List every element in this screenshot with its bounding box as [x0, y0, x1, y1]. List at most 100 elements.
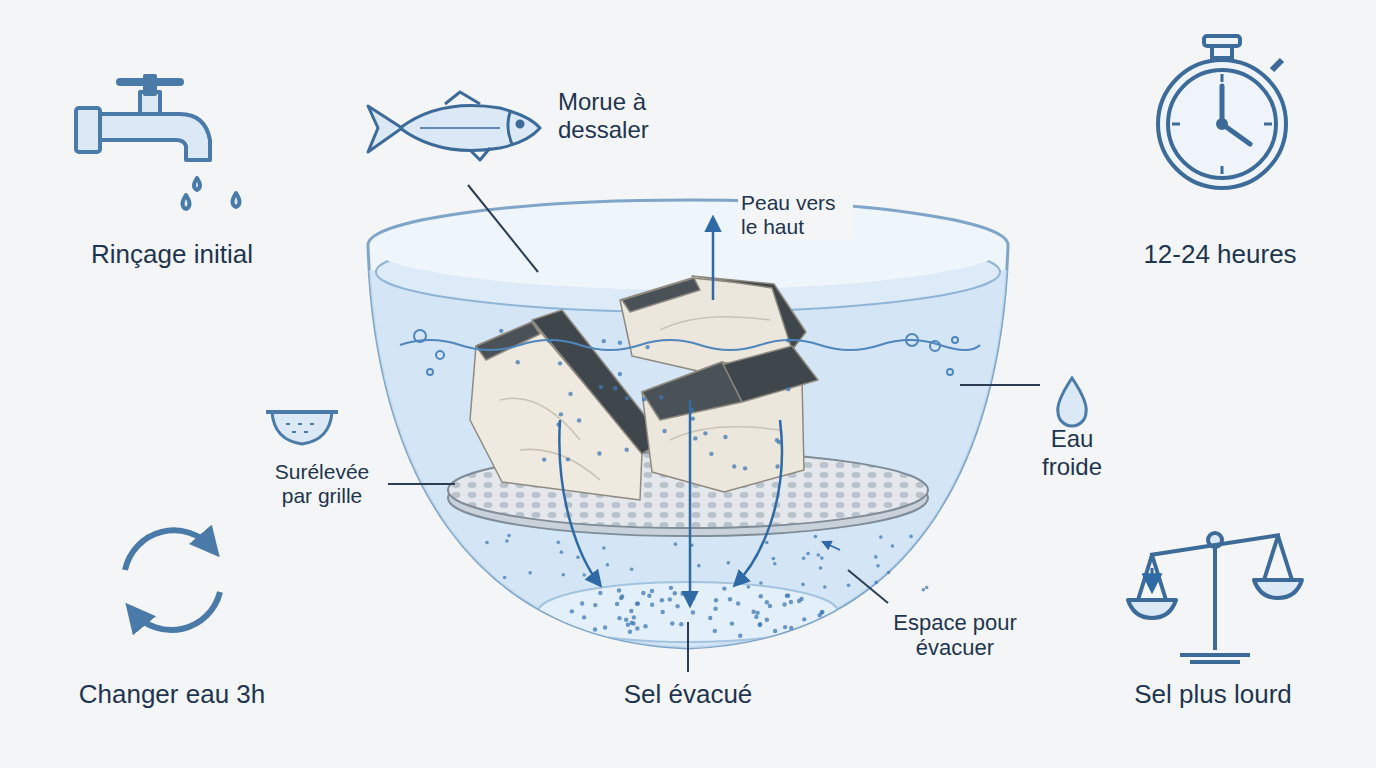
salt-dot	[628, 630, 632, 634]
salt-heavy-label: Sel plus lourd	[1134, 680, 1292, 710]
salt-dot	[806, 552, 810, 556]
salt-dot	[723, 435, 727, 439]
salt-dot	[891, 544, 895, 548]
label-slot: Sel plus lourd	[1134, 680, 1292, 710]
salt-dot	[528, 571, 532, 575]
salt-dot	[615, 602, 619, 606]
drop-icon	[1058, 378, 1086, 426]
salt-dot	[732, 464, 736, 468]
label-slot: Morue à dessaler	[558, 88, 698, 143]
salt-dot	[768, 604, 772, 608]
salt-dot	[606, 563, 610, 567]
salt-dot	[714, 598, 718, 602]
salt-dot	[576, 555, 580, 559]
salt-dot	[568, 392, 572, 396]
salt-dot	[765, 600, 769, 604]
salt-dot	[642, 397, 646, 401]
salt-dot	[499, 329, 503, 333]
salt-dot	[557, 541, 561, 545]
salt-dot	[847, 584, 851, 588]
label-slot: Sel évacué	[624, 680, 753, 710]
salt-dot	[485, 541, 489, 545]
salt-dot	[759, 581, 763, 585]
salt-dot	[814, 535, 818, 539]
salt-dot	[765, 541, 769, 545]
salt-dot	[516, 360, 520, 364]
salt-dot	[765, 618, 769, 622]
salt-dot	[925, 586, 929, 590]
salt-dot	[680, 592, 684, 596]
salt-dot	[632, 615, 636, 619]
salt-dot	[789, 626, 793, 630]
salt-dot	[650, 589, 654, 593]
salt-dot	[819, 566, 823, 570]
salt-dot	[758, 623, 762, 627]
salt-dot	[660, 610, 664, 614]
label-slot: Eau froide	[1027, 425, 1117, 480]
salt-dot	[786, 387, 790, 391]
salt-dot	[635, 626, 639, 630]
salt-dot	[613, 386, 617, 390]
salt-dot	[786, 593, 790, 597]
salt-dot	[580, 601, 584, 605]
salt-dot	[709, 452, 713, 456]
salt-dot	[505, 539, 509, 543]
salt-dot	[597, 451, 601, 455]
salt-dot	[773, 629, 777, 633]
salt-dot	[577, 418, 581, 422]
salt-dot	[635, 602, 639, 606]
leader-lines	[388, 185, 1040, 672]
salt-dot	[691, 610, 695, 614]
salt-dot	[647, 594, 651, 598]
scales-icon	[1128, 533, 1302, 662]
salt-dot	[743, 466, 747, 470]
salt-dot	[783, 625, 787, 629]
salt-dot	[736, 601, 740, 605]
salt-dot	[773, 562, 777, 566]
salt-dot	[909, 535, 913, 539]
salt-dot	[708, 616, 712, 620]
label-slot: Espace pour évacuer	[878, 610, 1033, 661]
salt-dot	[593, 627, 597, 631]
stopwatch-icon	[1158, 36, 1286, 188]
salt-dot	[618, 372, 622, 376]
salt-dot	[722, 586, 726, 590]
salt-dot	[618, 341, 622, 345]
change-label: Changer eau 3h	[79, 680, 265, 710]
salt-dot	[599, 385, 603, 389]
colander-icon	[266, 412, 338, 444]
salt-dot	[802, 556, 806, 560]
salt-dot	[503, 576, 507, 580]
skin-label: Peau vers le haut	[738, 190, 853, 240]
salt-dot	[617, 616, 621, 620]
salt-dot	[669, 586, 673, 590]
salt-dot	[728, 597, 732, 601]
salt-dot	[617, 588, 621, 592]
salt-dot	[650, 603, 654, 607]
salt-dot	[801, 583, 805, 587]
salt-dot	[782, 602, 786, 606]
salt-dot	[755, 611, 759, 615]
salt-dot	[624, 447, 628, 451]
salt-dot	[730, 621, 734, 625]
salt-dot	[619, 596, 623, 600]
cycle-icon	[125, 530, 220, 630]
salt-dot	[582, 615, 586, 619]
salt-dot	[816, 553, 820, 557]
salt-dot	[659, 395, 663, 399]
salt-dot	[560, 550, 564, 554]
space-label: Espace pour évacuer	[878, 610, 1033, 661]
salt-dot	[570, 609, 574, 613]
label-slot: Changer eau 3h	[79, 680, 265, 710]
salt-dot	[691, 416, 695, 420]
salt-dot	[713, 607, 717, 611]
water-surface	[400, 330, 980, 375]
salt-dot	[697, 564, 701, 568]
salt-dot	[593, 603, 597, 607]
label-slot: Rinçage initial	[91, 240, 253, 270]
label-slot: Peau vers le haut	[738, 190, 853, 240]
salt-dot	[775, 438, 779, 442]
salt-dot	[603, 625, 607, 629]
salt-dot	[566, 457, 570, 461]
